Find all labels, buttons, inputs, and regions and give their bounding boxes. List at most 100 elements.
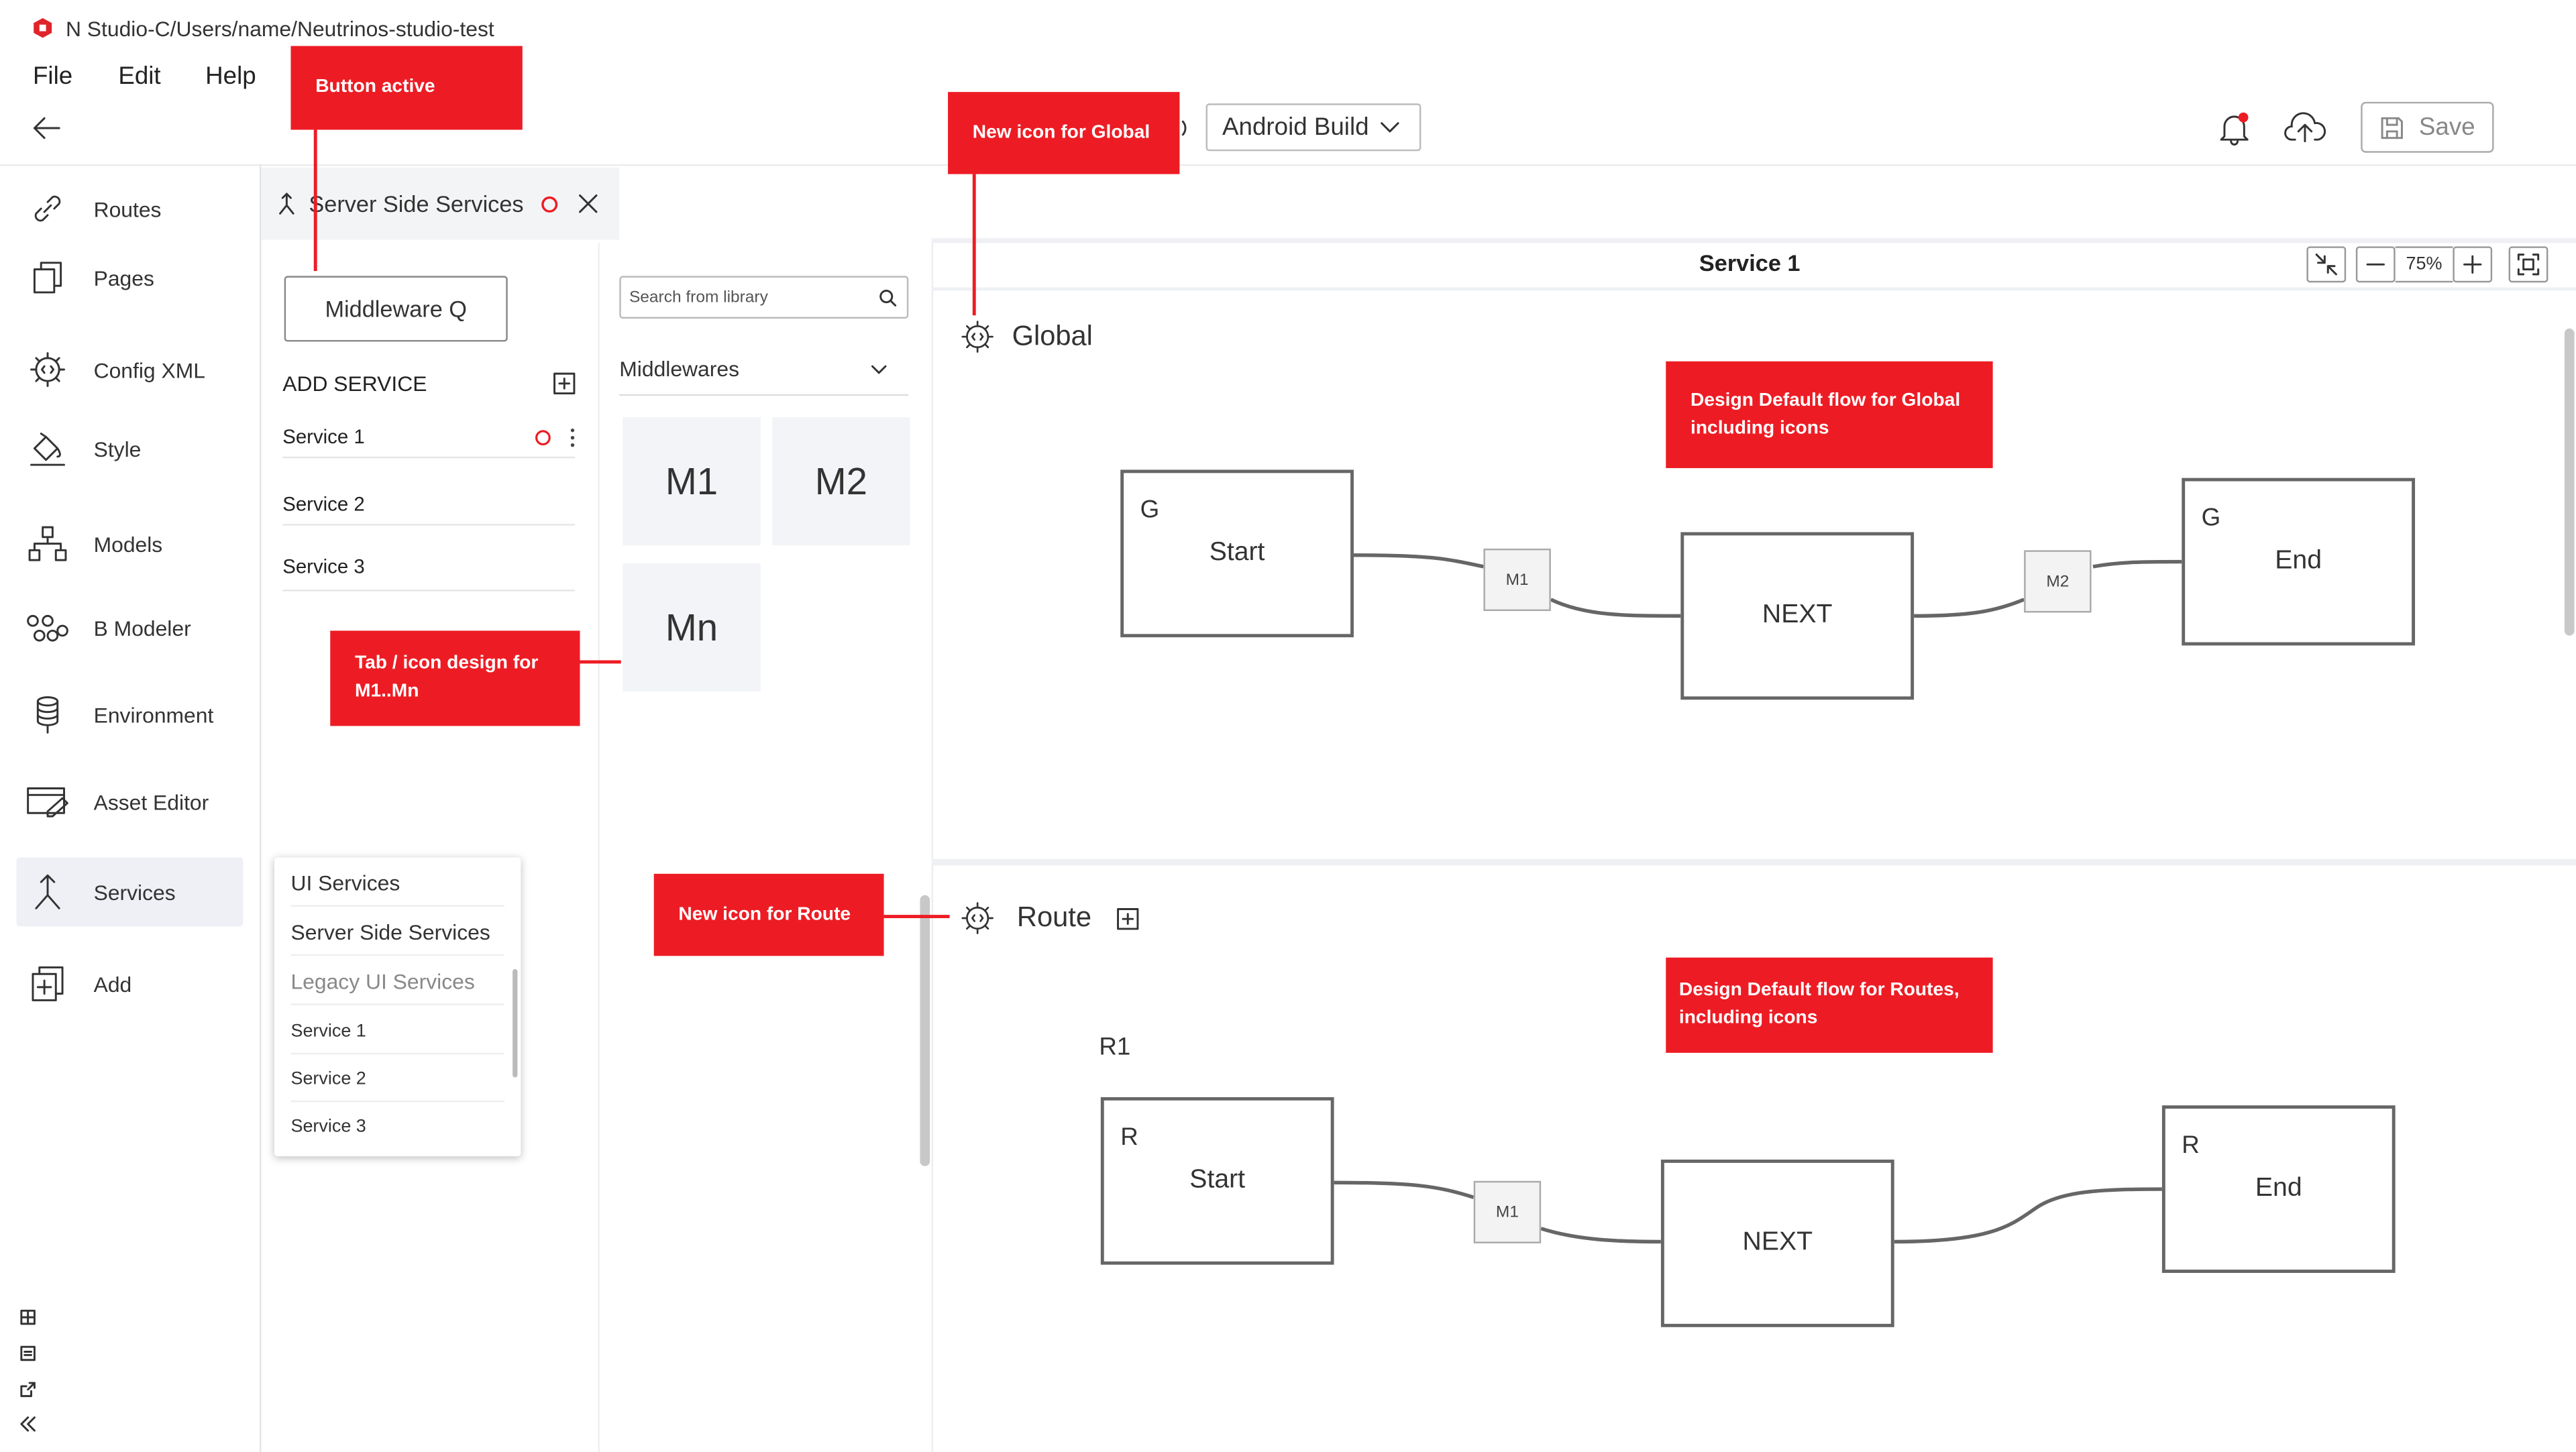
service-row[interactable]: Service 2 bbox=[282, 493, 576, 526]
dropdown-item-legacy-ui-services[interactable]: Legacy UI Services bbox=[290, 969, 504, 1005]
annotation-line bbox=[883, 915, 950, 918]
grid-icon[interactable] bbox=[19, 1309, 36, 1325]
dropdown-item-service[interactable]: Service 3 bbox=[290, 1117, 366, 1137]
minus-icon bbox=[2366, 263, 2385, 266]
build-target-select[interactable]: Android Build bbox=[1205, 103, 1421, 152]
sidebar-item-label: Pages bbox=[93, 265, 154, 290]
add-service-icon[interactable] bbox=[553, 372, 576, 395]
route-gear-icon[interactable] bbox=[959, 900, 996, 936]
sidebar-item-label: Config XML bbox=[93, 357, 205, 382]
sidebar-item-style[interactable]: Style bbox=[16, 414, 243, 483]
global-m2-chip[interactable]: M2 bbox=[2024, 550, 2092, 613]
sidebar-item-label: Services bbox=[93, 879, 176, 905]
external-link-icon[interactable] bbox=[19, 1382, 36, 1398]
section-divider bbox=[931, 858, 2576, 866]
sidebar-item-services[interactable]: Services bbox=[16, 857, 244, 927]
route-next-node[interactable]: NEXT bbox=[1660, 1159, 1894, 1327]
fit-to-screen-button[interactable] bbox=[2306, 246, 2347, 283]
back-arrow-icon[interactable] bbox=[30, 113, 62, 143]
save-disk-icon bbox=[2381, 116, 2404, 138]
dropdown-item-service[interactable]: Service 1 bbox=[290, 1021, 504, 1055]
chevron-down-icon bbox=[1381, 121, 1400, 132]
more-vertical-icon[interactable] bbox=[568, 427, 576, 449]
fullscreen-button[interactable] bbox=[2508, 246, 2548, 283]
middleware-tile-m1[interactable]: M1 bbox=[623, 417, 761, 546]
list-icon[interactable] bbox=[19, 1345, 36, 1361]
add-service-label: ADD SERVICE bbox=[282, 371, 427, 396]
sidebar-item-add[interactable]: Add bbox=[16, 950, 243, 1019]
sidebar-item-label: Style bbox=[93, 436, 142, 461]
cloud-sync-icon[interactable] bbox=[1179, 117, 1195, 139]
route-start-node[interactable]: R Start bbox=[1100, 1097, 1334, 1265]
dropdown-item-ui-services[interactable]: UI Services bbox=[290, 871, 504, 907]
service-row[interactable]: Service 3 bbox=[282, 555, 576, 592]
collapse-sidebar-icon[interactable] bbox=[19, 1416, 36, 1432]
annotation-button-active: Button active bbox=[290, 46, 523, 130]
sidebar-item-label: Add bbox=[93, 971, 132, 997]
shrink-arrows-icon bbox=[2315, 254, 2337, 276]
dropdown-item-service[interactable]: Service 2 bbox=[290, 1069, 504, 1103]
annotation-line bbox=[313, 129, 317, 272]
global-heading: Global bbox=[1012, 320, 1093, 352]
chevron-down-icon bbox=[871, 365, 887, 374]
canvas-border bbox=[931, 243, 934, 1452]
menu-file[interactable]: File bbox=[32, 62, 73, 91]
unsaved-indicator-icon bbox=[541, 195, 557, 212]
focus-frame-icon bbox=[2517, 254, 2540, 276]
menu-help[interactable]: Help bbox=[205, 62, 256, 91]
sidebar-item-b-modeler[interactable]: B Modeler bbox=[16, 593, 243, 662]
service-row[interactable]: Service 1 bbox=[282, 425, 576, 459]
middleware-tile-m2[interactable]: M2 bbox=[772, 417, 910, 546]
add-route-icon[interactable] bbox=[1117, 908, 1139, 930]
sidebar-item-environment[interactable]: Environment bbox=[16, 680, 243, 749]
library-search-input[interactable]: Search from library bbox=[619, 276, 909, 319]
sidebar-item-label: Environment bbox=[93, 702, 214, 727]
global-m1-chip[interactable]: M1 bbox=[1483, 548, 1551, 612]
sidebar-item-config-xml[interactable]: Config XML bbox=[16, 335, 243, 404]
sidebar-item-models[interactable]: Models bbox=[16, 509, 243, 578]
node-corner-label: R bbox=[2182, 1131, 2200, 1160]
cloud-upload-icon[interactable] bbox=[2284, 112, 2326, 145]
global-start-node[interactable]: G Start bbox=[1120, 469, 1354, 638]
save-button[interactable]: Save bbox=[2361, 101, 2494, 153]
notification-bell-icon[interactable] bbox=[2218, 110, 2251, 146]
service-type-dropdown: UI Services Server Side Services Legacy … bbox=[274, 857, 521, 1157]
menu-edit[interactable]: Edit bbox=[118, 62, 161, 91]
tab-server-side-services[interactable]: Server Side Services bbox=[261, 167, 620, 240]
sidebar-item-label: Routes bbox=[93, 196, 162, 221]
middlewares-category[interactable]: Middlewares bbox=[619, 341, 909, 396]
link-icon bbox=[34, 195, 61, 222]
route-end-node[interactable]: R End bbox=[2161, 1105, 2396, 1273]
sidebar-item-routes[interactable]: Routes bbox=[16, 174, 243, 243]
middleware-tile-mn[interactable]: Mn bbox=[623, 563, 761, 692]
database-icon bbox=[36, 696, 59, 734]
dropdown-scrollbar[interactable] bbox=[513, 968, 518, 1078]
category-label: Middlewares bbox=[619, 355, 740, 380]
library-border bbox=[598, 243, 600, 1452]
node-label: NEXT bbox=[1742, 1228, 1813, 1257]
annotation-tab-icon-design: Tab / icon design for M1..Mn bbox=[330, 630, 580, 726]
sidebar-item-asset-editor[interactable]: Asset Editor bbox=[16, 767, 243, 836]
middleware-button[interactable]: Middleware Q bbox=[284, 276, 508, 342]
zoom-out-button[interactable] bbox=[2355, 246, 2396, 283]
library-scrollbar[interactable] bbox=[920, 895, 930, 1166]
close-icon[interactable] bbox=[578, 194, 597, 213]
canvas-title: Service 1 bbox=[1699, 249, 1801, 276]
sidebar-item-label: Models bbox=[93, 531, 163, 556]
route-m1-chip[interactable]: M1 bbox=[1473, 1180, 1542, 1243]
sidebar-item-pages[interactable]: Pages bbox=[16, 243, 243, 312]
node-corner-label: R bbox=[1120, 1123, 1138, 1152]
gear-code-icon bbox=[30, 352, 65, 387]
app-logo-icon bbox=[34, 17, 52, 38]
global-end-node[interactable]: G End bbox=[2182, 478, 2416, 646]
global-next-node[interactable]: NEXT bbox=[1680, 532, 1915, 700]
global-gear-icon[interactable] bbox=[959, 319, 996, 355]
sidebar-item-label: Asset Editor bbox=[93, 789, 209, 814]
node-label: NEXT bbox=[1762, 601, 1833, 629]
zoom-in-button[interactable] bbox=[2453, 246, 2493, 283]
service-name: Service 1 bbox=[282, 425, 365, 449]
nodes-icon bbox=[27, 614, 68, 642]
canvas-scrollbar[interactable] bbox=[2564, 328, 2575, 636]
dropdown-item-server-side-services[interactable]: Server Side Services bbox=[290, 919, 504, 956]
